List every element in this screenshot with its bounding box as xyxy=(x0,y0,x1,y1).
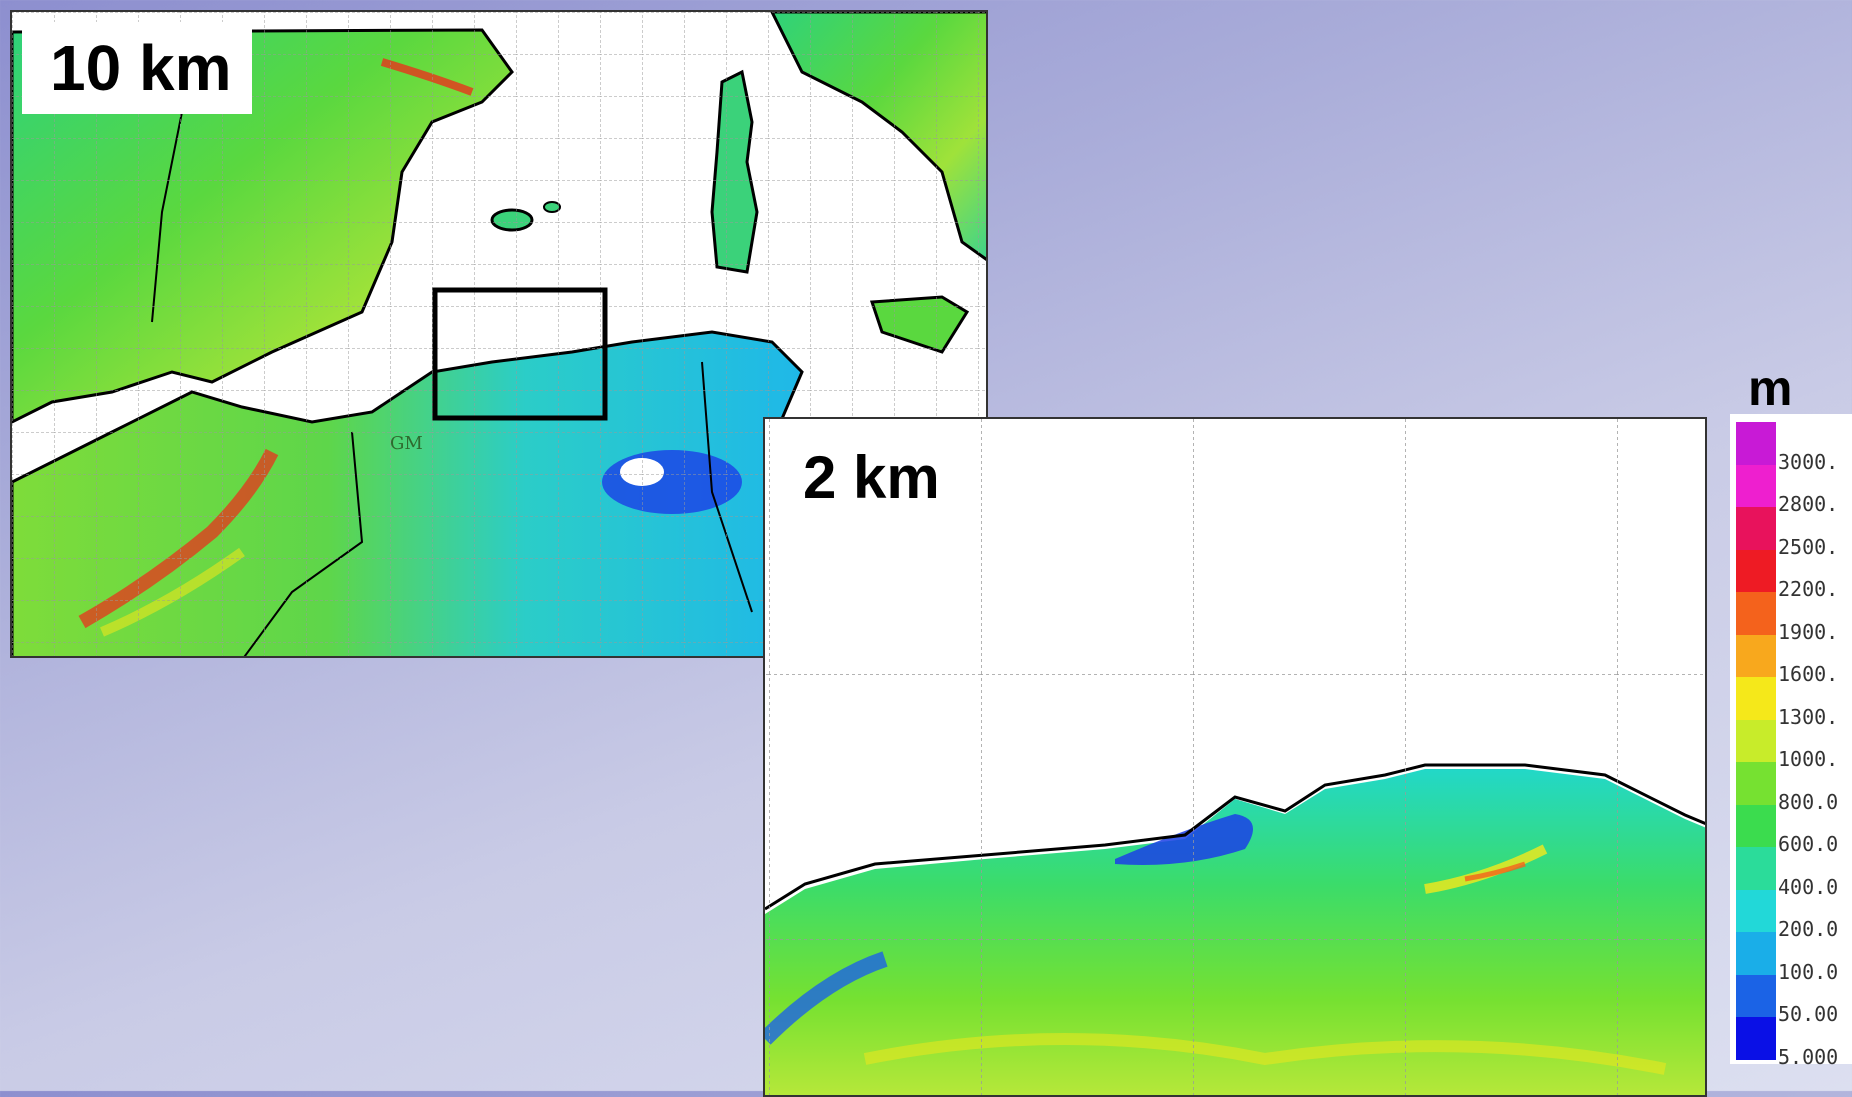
legend-swatch xyxy=(1736,422,1776,465)
legend-swatch xyxy=(1736,592,1776,635)
place-label-gm: GM xyxy=(390,433,423,454)
legend-tick-label: 1600. xyxy=(1778,662,1839,686)
legend-swatch xyxy=(1736,804,1776,847)
legend-swatch xyxy=(1736,634,1776,677)
legend-swatch xyxy=(1736,549,1776,592)
legend-tick-label: 3000. xyxy=(1778,449,1839,474)
inset-region-box xyxy=(432,287,608,421)
legend-unit-label: m xyxy=(1748,360,1793,416)
legend-tick-label: 50.00 xyxy=(1778,1002,1839,1026)
map-10km-canvas: GM xyxy=(12,12,986,656)
map-2km-panel xyxy=(763,417,1707,1097)
legend-tick-label: 200.0 xyxy=(1778,917,1839,941)
legend-tick-label: 400.0 xyxy=(1778,874,1839,899)
legend-tick-label: 100.0 xyxy=(1778,959,1839,984)
legend-tick-label: 600.0 xyxy=(1778,832,1839,856)
legend-swatch xyxy=(1736,719,1776,762)
legend-tick-label: 2200. xyxy=(1778,577,1839,601)
legend-swatch xyxy=(1736,889,1776,932)
legend-swatch xyxy=(1736,1017,1776,1060)
legend-tick-label: 1300. xyxy=(1778,704,1839,729)
legend-tick-label: 2800. xyxy=(1778,492,1839,516)
legend-swatch xyxy=(1736,932,1776,975)
legend-tick-label: 5.000 xyxy=(1778,1044,1839,1069)
map-2km-canvas xyxy=(765,419,1705,1095)
resolution-label-10km: 10 km xyxy=(22,22,252,114)
legend-swatch xyxy=(1736,847,1776,890)
legend-swatch xyxy=(1736,507,1776,550)
map-10km-panel: GM xyxy=(10,10,988,658)
legend-tick-label: 800.0 xyxy=(1778,789,1839,814)
legend-tick-label: 1900. xyxy=(1778,619,1839,644)
elevation-color-legend: 3000. 2800. 2500. 2200. 1900. 1600. 1300. 1000.… xyxy=(1730,414,1852,1068)
resolution-label-2km: 2 km xyxy=(803,444,940,511)
legend-swatch xyxy=(1736,762,1776,805)
legend-tick-label: 2500. xyxy=(1778,534,1839,559)
legend-swatch xyxy=(1736,464,1776,507)
legend-tick-label: 1000. xyxy=(1778,747,1839,771)
legend-swatch xyxy=(1736,974,1776,1017)
legend-swatch xyxy=(1736,677,1776,720)
